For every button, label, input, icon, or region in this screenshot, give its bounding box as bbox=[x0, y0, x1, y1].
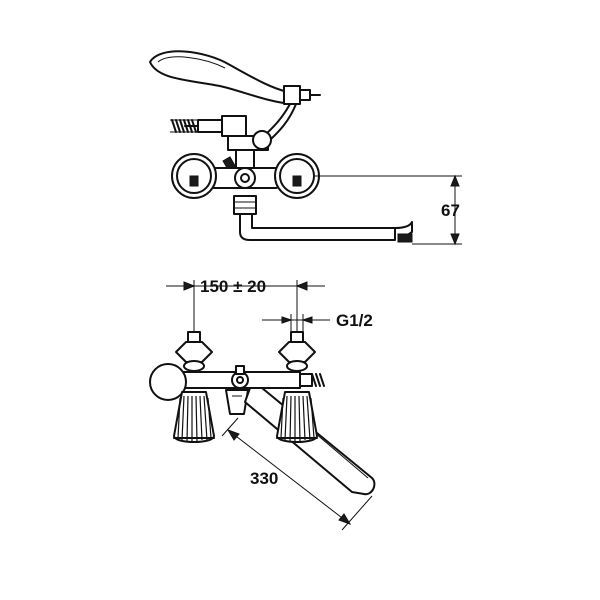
hose-nut bbox=[197, 119, 223, 133]
spacing-label: 150 ± 20 bbox=[200, 277, 266, 296]
plan-diverter bbox=[225, 389, 249, 415]
spout-length-label: 330 bbox=[250, 469, 278, 488]
height-dimension: 67 bbox=[315, 174, 462, 246]
plan-hose-connector bbox=[299, 373, 325, 387]
diverter-body bbox=[170, 115, 272, 151]
height-label: 67 bbox=[441, 201, 460, 220]
plan-mixer-body bbox=[149, 363, 301, 401]
handset-end bbox=[149, 363, 187, 401]
plan-view: 150 ± 20 G1/2 bbox=[149, 277, 376, 531]
front-elevation-view: 67 bbox=[149, 50, 462, 246]
spout bbox=[239, 213, 413, 243]
spout-length-dimension: 330 bbox=[221, 417, 373, 531]
left-handle bbox=[171, 153, 217, 199]
plan-right-handle bbox=[276, 391, 318, 443]
shower-handset bbox=[149, 50, 321, 105]
plan-left-handle bbox=[173, 391, 215, 443]
handset-holder bbox=[283, 85, 301, 105]
right-handle bbox=[274, 153, 320, 199]
thread-dimension: G1/2 bbox=[262, 311, 373, 336]
right-flange bbox=[278, 341, 316, 372]
thread-label: G1/2 bbox=[336, 311, 373, 330]
left-flange bbox=[175, 341, 213, 372]
shower-hose bbox=[170, 119, 198, 133]
spacing-dimension: 150 ± 20 bbox=[166, 277, 325, 332]
lower-nut bbox=[233, 195, 257, 215]
mixer-body bbox=[211, 167, 279, 189]
